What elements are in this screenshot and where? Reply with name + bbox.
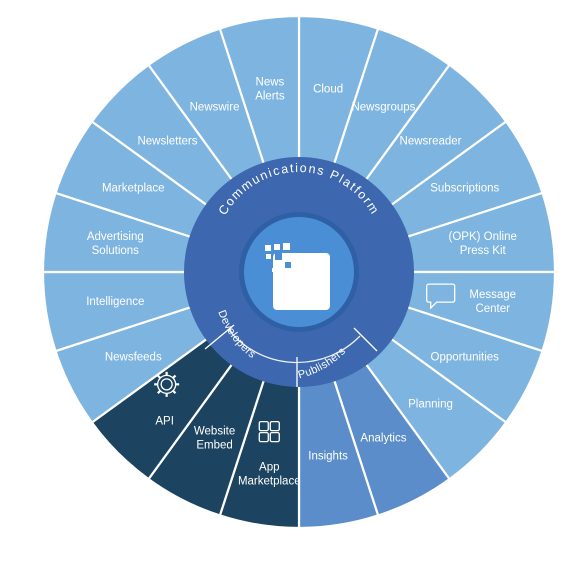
label-line: Intelligence — [86, 296, 144, 308]
label-line: Planning — [408, 399, 453, 411]
label-line: Newswire — [190, 101, 240, 113]
label-line: API — [155, 415, 174, 427]
label-opportunities: Opportunities — [431, 351, 500, 363]
label-line: Message — [469, 289, 516, 301]
label-line: Subscriptions — [430, 183, 499, 195]
label-line: Center — [475, 303, 510, 315]
label-cloud: Cloud — [313, 83, 343, 95]
grid-icon — [258, 421, 280, 443]
label-line: Analytics — [360, 433, 406, 445]
label-line: Newsreader — [400, 135, 462, 147]
label-line: App — [259, 462, 279, 474]
label-analytics: Analytics — [360, 433, 406, 445]
label-marketplace: Marketplace — [102, 183, 165, 195]
label-line: News — [256, 76, 285, 88]
label-newsletters: Newsletters — [137, 135, 197, 147]
label-line: Newsletters — [137, 135, 197, 147]
outer-segments — [41, 14, 557, 530]
label-planning: Planning — [408, 399, 453, 411]
speech-bubble-icon — [426, 283, 456, 310]
label-api: API — [155, 415, 174, 427]
label-line: Newsfeeds — [105, 351, 162, 363]
label-newsgroups: Newsgroups — [351, 101, 415, 113]
label-line: Marketplace — [238, 476, 301, 488]
label-line: (OPK) Online — [449, 231, 517, 243]
label-line: Insights — [308, 451, 348, 463]
label-newsreader: Newsreader — [400, 135, 462, 147]
label-line: Solutions — [92, 245, 140, 257]
label-line: Alerts — [255, 90, 285, 102]
label-line: Cloud — [313, 83, 343, 95]
group-dividers — [204, 324, 378, 387]
label-subscriptions: Subscriptions — [430, 183, 499, 195]
label-intelligence: Intelligence — [86, 296, 144, 308]
label-line: Newsgroups — [351, 101, 415, 113]
label-line: Press Kit — [460, 245, 507, 257]
label-line: Opportunities — [431, 351, 500, 363]
label-line: Website — [194, 426, 235, 438]
label-line: Embed — [196, 440, 232, 452]
api-gear-icon — [154, 371, 180, 397]
label-newswire: Newswire — [190, 101, 240, 113]
logo-icon — [265, 243, 330, 310]
label-line: Marketplace — [102, 183, 165, 195]
label-line: Advertising — [87, 231, 144, 243]
label-insights: Insights — [308, 451, 348, 463]
label-newsfeeds: Newsfeeds — [105, 351, 162, 363]
